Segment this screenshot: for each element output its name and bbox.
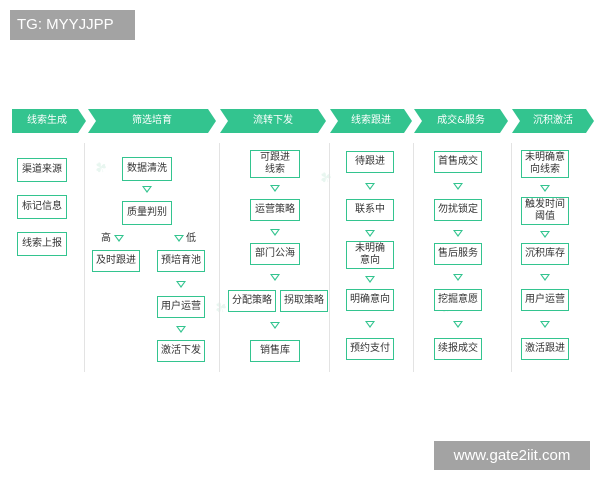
node-distribution-strategy: 分配策略 — [228, 290, 276, 312]
node-clear-intent: 明确意向 — [346, 289, 394, 311]
watermark-mark: ☘ — [91, 157, 112, 179]
arrow-down — [142, 186, 152, 193]
node-user-operations: 用户运营 — [521, 289, 569, 311]
arrow-down — [540, 231, 550, 238]
column-divider — [511, 143, 512, 372]
node-timely-follow: 及时跟进 — [92, 250, 140, 272]
node-dept-public-sea: 部门公海 — [250, 243, 300, 265]
arrow-down — [270, 229, 280, 236]
watermark-url: www.gate2iit.com — [434, 441, 590, 470]
node-user-ops: 用户运营 — [157, 296, 205, 318]
branch-label-low: 低 — [186, 233, 196, 244]
arrow-down — [540, 321, 550, 328]
arrow-down — [453, 321, 463, 328]
arrow-down — [365, 230, 375, 237]
column-divider — [219, 143, 220, 372]
node-grab-strategy: 拐取策略 — [280, 290, 328, 312]
node-reserve-payment: 预约支付 — [346, 338, 394, 360]
node-data-clean: 数据清洗 — [122, 157, 172, 181]
node-lead-report: 线索上报 — [17, 232, 67, 256]
node-dormant-stock: 沉积库存 — [521, 243, 569, 265]
arrow-down — [270, 185, 280, 192]
watermark-mark: ☘ — [316, 167, 337, 189]
arrow-down — [540, 274, 550, 281]
node-sales-library: 销售库 — [250, 340, 300, 362]
arrow-down — [453, 274, 463, 281]
node-contacting: 联系中 — [346, 199, 394, 221]
arrow-down — [365, 321, 375, 328]
corner-tag: TG: MYYJJPP — [10, 10, 135, 40]
stage-header-5: 成交&服务 — [437, 115, 485, 126]
node-trigger-threshold: 触发时间 阈值 — [521, 197, 569, 225]
arrow-down — [270, 322, 280, 329]
arrow-down — [540, 185, 550, 192]
node-mine-intent: 挖掘意愿 — [434, 289, 482, 311]
node-pending-follow: 待跟进 — [346, 151, 394, 173]
node-activate-dispatch: 激活下发 — [157, 340, 205, 362]
node-first-sale: 首售成交 — [434, 151, 482, 173]
column-divider — [329, 143, 330, 372]
branch-label-high: 高 — [101, 233, 111, 244]
node-unclear-intent: 未明确 意向 — [346, 241, 394, 269]
stage-header-4: 线索跟进 — [351, 115, 391, 126]
arrow-down — [270, 274, 280, 281]
node-renewal-deal: 续报成交 — [434, 338, 482, 360]
stage-header-3: 流转下发 — [253, 115, 293, 126]
arrow-down — [176, 326, 186, 333]
arrow-down — [174, 235, 184, 242]
column-divider — [413, 143, 414, 372]
arrow-down — [114, 235, 124, 242]
arrow-down — [453, 183, 463, 190]
arrow-down — [453, 230, 463, 237]
stage-header-1: 线索生成 — [27, 115, 67, 126]
node-nurture-pool: 预培育池 — [157, 250, 205, 272]
node-unclear-leads: 未明确意 向线索 — [521, 150, 569, 178]
stage-header-2: 筛选培育 — [132, 115, 172, 126]
stage-header-6: 沉积激活 — [533, 115, 573, 126]
node-activate-follow: 激活跟进 — [521, 338, 569, 360]
column-divider — [84, 143, 85, 372]
node-channel-source: 渠道来源 — [17, 158, 67, 182]
arrow-down — [365, 183, 375, 190]
node-ops-strategy: 运营策略 — [250, 199, 300, 221]
arrow-down — [176, 281, 186, 288]
node-quality-judge: 质量判别 — [122, 201, 172, 225]
node-dnd-lock: 勿扰锁定 — [434, 199, 482, 221]
arrow-down — [365, 276, 375, 283]
node-tag-info: 标记信息 — [17, 195, 67, 219]
node-after-sales: 售后服务 — [434, 243, 482, 265]
node-followable-leads: 可跟进 线索 — [250, 150, 300, 178]
